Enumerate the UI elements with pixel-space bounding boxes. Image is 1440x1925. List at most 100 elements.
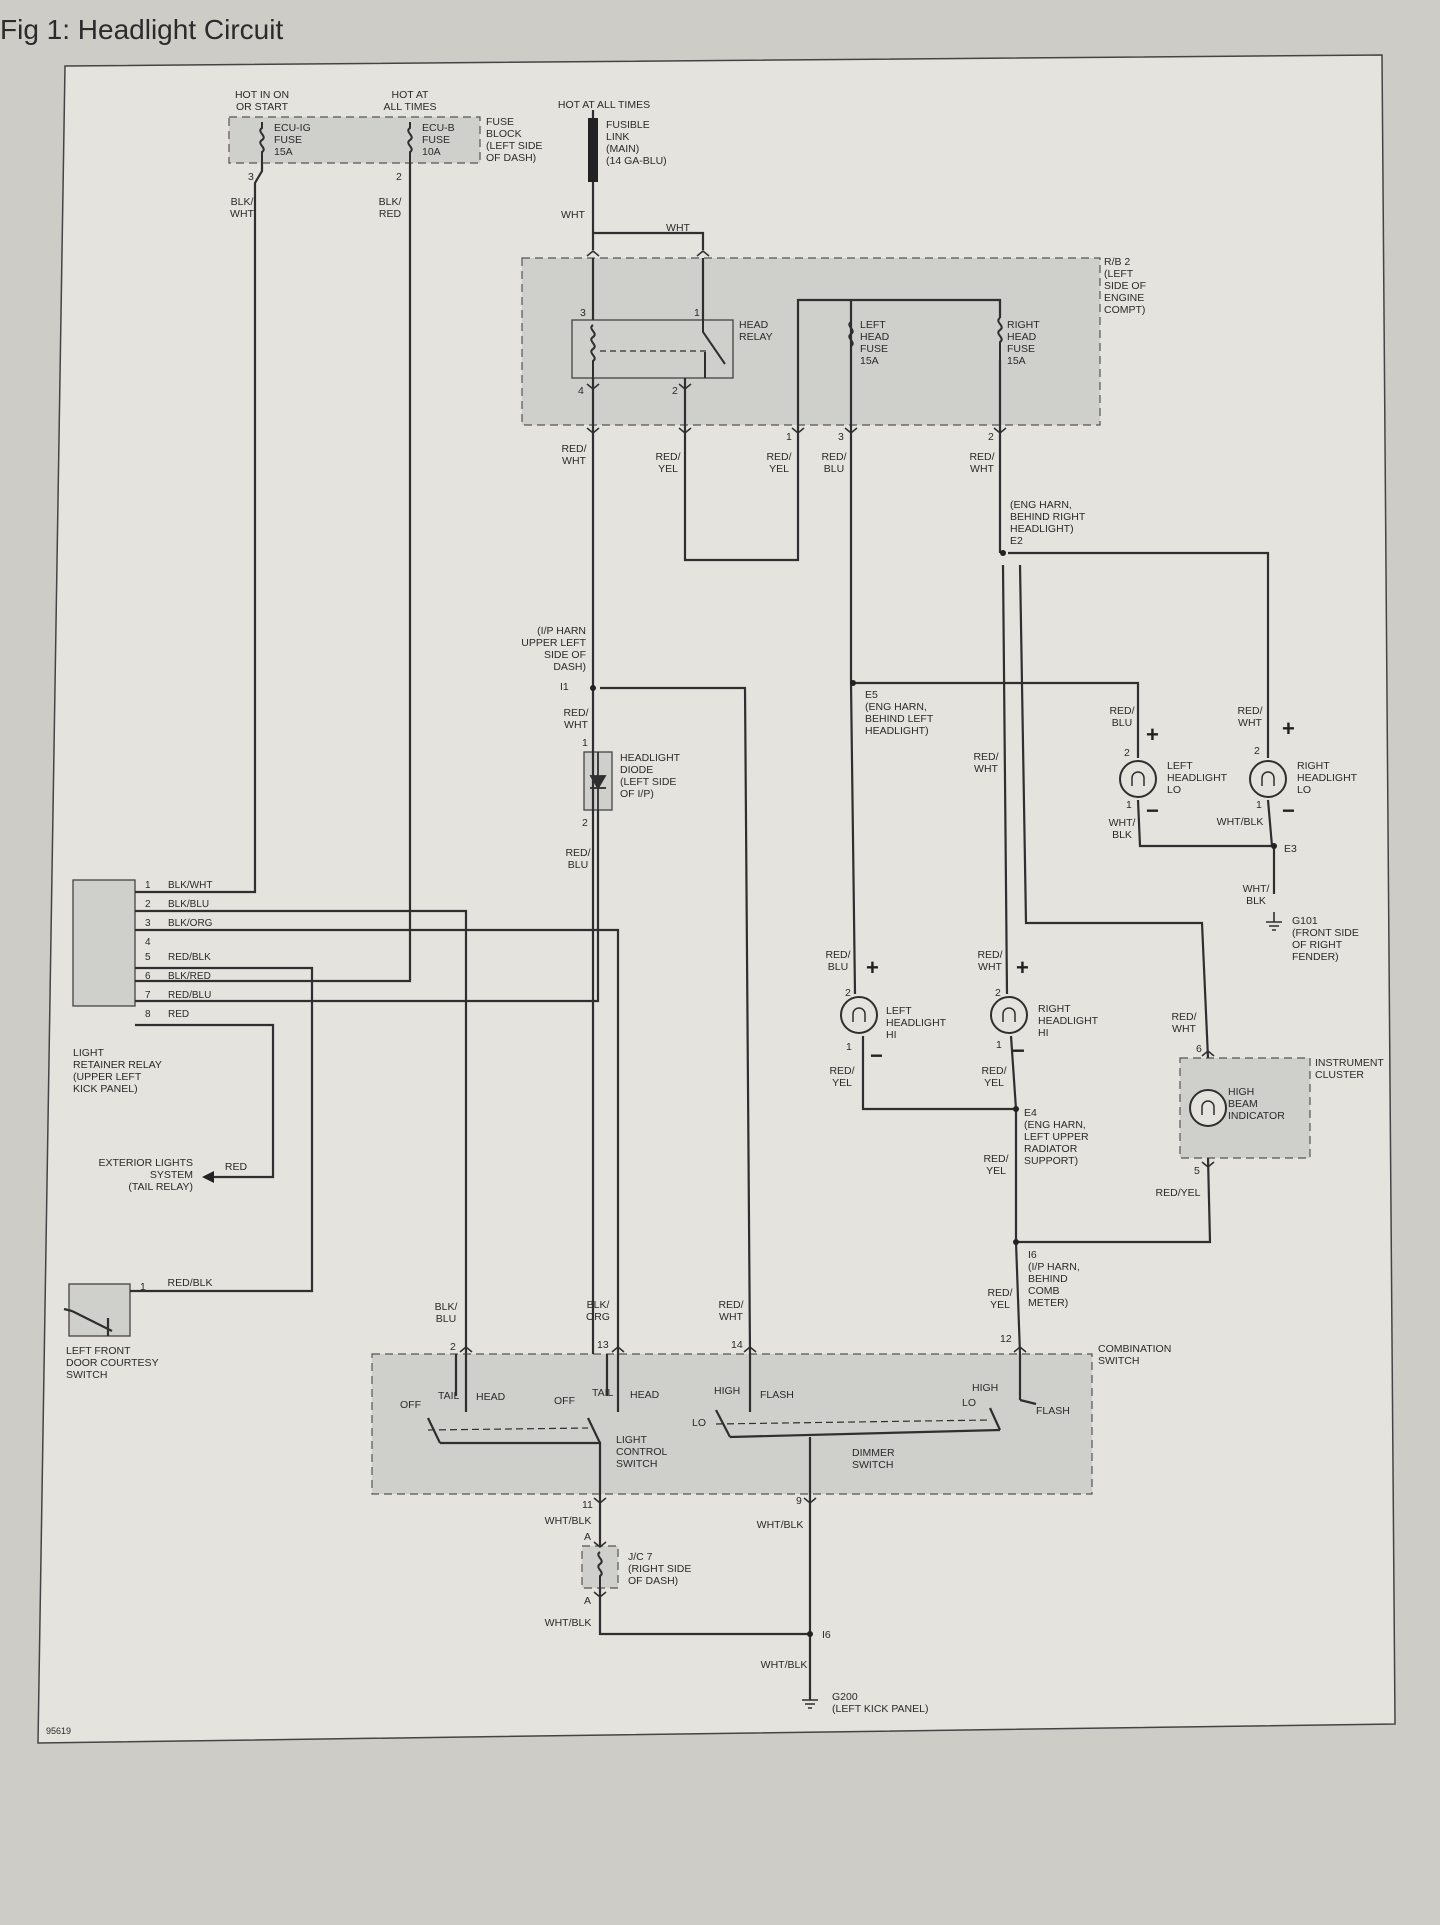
wire-label-wht-blk-flat: WHT/BLK <box>1217 816 1264 828</box>
pin-left-hi-2: 2 <box>845 987 851 999</box>
pin-jc7-a-top: A <box>584 1531 591 1543</box>
retainer-pin-number: 1 <box>145 880 151 891</box>
label-i1: I1 <box>560 681 569 693</box>
pin-diode-1: 1 <box>582 737 588 749</box>
pin-switch-2: 2 <box>450 1341 456 1353</box>
wire-label-red-wht-hi: RED/WHT <box>977 949 1002 973</box>
fusible-link-bar <box>588 118 598 182</box>
retainer-pin-wire: BLK/WHT <box>168 880 212 891</box>
right-lo-bulb <box>1249 760 1287 798</box>
wire-i1-flash <box>600 686 752 1355</box>
label-figure-code: 95619 <box>46 1726 71 1736</box>
wire-label-wht-blk-9: WHT/BLK <box>757 1519 804 1531</box>
minus-left-hi: − <box>870 1043 883 1068</box>
wire-e2-indicator <box>1018 564 1210 1059</box>
pin-rb2-3: 3 <box>838 431 844 443</box>
wire-label-blk-wht: BLK/WHT <box>230 196 254 220</box>
retainer-pin-number: 3 <box>145 918 151 929</box>
ground-g101 <box>1266 912 1282 931</box>
wire-label-red-tail: RED <box>225 1161 248 1173</box>
pin-rb2-2: 2 <box>988 431 994 443</box>
wire-ecu-b-to-retainer <box>135 163 412 983</box>
label-g200: G200(LEFT KICK PANEL) <box>832 1691 928 1715</box>
fuse-jc7 <box>597 1551 603 1588</box>
switch-blades <box>63 1307 1037 1444</box>
pin-relay-2: 2 <box>672 385 678 397</box>
pos-high-2: HIGH <box>972 1382 998 1394</box>
plus-right-lo: + <box>1282 716 1295 741</box>
left-lo-bulb <box>1119 760 1157 798</box>
wire-label-wht-blk-jc7: WHT/BLK <box>545 1617 592 1629</box>
retainer-pin-number: 8 <box>145 1009 151 1020</box>
wire-blk-blu-to-switch <box>135 909 468 1354</box>
wire-label-red-yel-bus: RED/YEL <box>766 451 791 475</box>
wire-rb2-bus <box>796 298 1002 425</box>
pin-left-hi-1: 1 <box>846 1041 852 1053</box>
door-switch-blade <box>63 1307 113 1336</box>
wire-label-red-blu-diode: RED/BLU <box>565 847 590 871</box>
component-boxes <box>228 116 1311 1589</box>
wire-red-blk-to-door <box>130 966 314 1293</box>
pos-off-1: OFF <box>400 1399 421 1411</box>
wire-label-red-yel-cluster: RED/YEL <box>1156 1187 1201 1199</box>
pin-right-hi-1: 1 <box>996 1039 1002 1051</box>
pos-tail-2: TAIL <box>592 1387 614 1399</box>
bulb-filaments <box>852 771 1275 1115</box>
retainer-pin-number: 7 <box>145 990 151 1001</box>
wire-label-blk-org: BLK/ORG <box>586 1299 610 1323</box>
relay-contact <box>702 320 726 378</box>
pin-ecu-ig: 3 <box>248 171 254 183</box>
wire-label-red-wht-i1: RED/WHT <box>563 707 588 731</box>
retainer-pin-number: 4 <box>145 937 151 948</box>
pin-switch-11: 11 <box>582 1499 593 1511</box>
light-switch-dash <box>427 1427 589 1431</box>
wire-wht-relay <box>593 231 705 250</box>
fuse-block-box <box>228 116 481 164</box>
wire-label-red-yel-relay: RED/YEL <box>655 451 680 475</box>
dimmer-blade-right <box>988 1407 1002 1431</box>
label-hot-always-link: HOT AT ALL TIMES <box>558 99 650 111</box>
splice-e3 <box>1271 843 1277 849</box>
paper-sheet <box>37 54 1396 1744</box>
wire-label-red-wht-fuse: RED/WHT <box>969 451 994 475</box>
pos-head-2: HEAD <box>630 1389 660 1401</box>
fuse-symbols <box>259 122 1003 1588</box>
wire-label-red-yel-i6: RED/YEL <box>987 1287 1012 1311</box>
figure-title: Fig 1: Headlight Circuit <box>0 14 284 45</box>
retainer-pin-number: 2 <box>145 899 151 910</box>
splice-e2 <box>1000 550 1006 556</box>
pin-cluster-6: 6 <box>1196 1043 1202 1055</box>
splice-dots <box>590 550 1277 1637</box>
door-courtesy-switch-box <box>68 1283 131 1337</box>
wire-label-wht-blk-lo: WHT/BLK <box>1109 817 1136 841</box>
pos-off-2: OFF <box>554 1395 575 1407</box>
wire-label-red-yel-right-hi: RED/YEL <box>981 1065 1006 1089</box>
splice-i6-comb <box>1013 1239 1019 1245</box>
pin-left-lo-2: 2 <box>1124 747 1130 759</box>
pin-cluster-5: 5 <box>1194 1165 1200 1177</box>
connector-marks <box>459 250 1215 1598</box>
retainer-pin-wire: RED/BLU <box>168 990 211 1001</box>
wire-red-to-tail <box>135 1023 275 1179</box>
pin-relay-4: 4 <box>578 385 584 397</box>
wire-label-red-wht-lo: RED/WHT <box>1237 705 1262 729</box>
wire-label-red-yel-e4: RED/YEL <box>983 1153 1008 1177</box>
diode-symbol <box>589 752 607 810</box>
pin-rb2-1: 1 <box>786 431 792 443</box>
